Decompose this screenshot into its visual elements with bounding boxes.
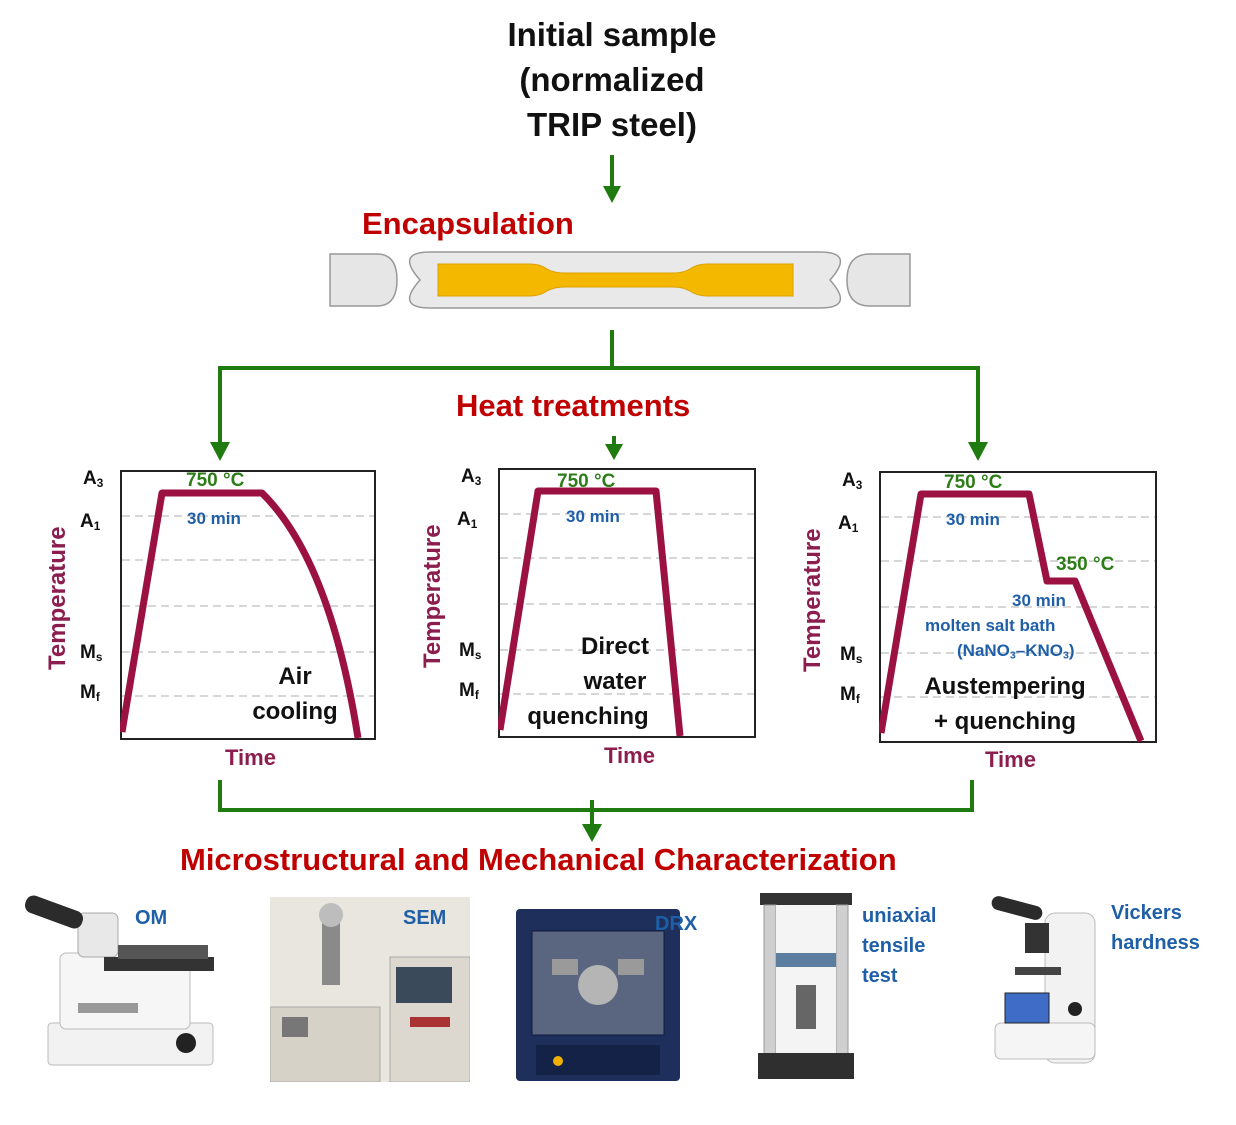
panel3-process-label: Austempering + quenching <box>924 673 1086 735</box>
panel1-level-mf: Mf <box>80 682 100 704</box>
panel1-y-axis-label: Temperature <box>44 526 71 670</box>
title-line-2: (normalized <box>519 61 705 98</box>
panel3-level-ms: Ms <box>840 644 863 666</box>
characterization-label: Microstructural and Mechanical Character… <box>180 842 897 877</box>
panel2-level-a3: A3 <box>461 466 482 488</box>
panel2-x-axis-label: Time <box>604 743 655 768</box>
optical-microscope-image <box>24 895 214 1066</box>
panel3-austemper-temperature: 350 °C <box>1056 554 1115 575</box>
vickers-hardness-tester-image <box>991 896 1096 1064</box>
initial-sample-title: Initial sample (normalized TRIP steel) <box>440 12 784 147</box>
arrowhead-left <box>210 442 230 461</box>
arrowhead-encapsulation <box>603 186 621 203</box>
dogbone-sample <box>437 263 794 297</box>
panel1-process-label: Air cooling <box>252 663 338 725</box>
arrowhead-middle <box>605 444 623 460</box>
panel2-process-label: Direct water quenching <box>527 633 650 730</box>
panel3-chart <box>879 471 1157 743</box>
instrument-label-om: OM <box>135 907 168 929</box>
panel1-level-a1: A1 <box>80 511 101 533</box>
sem-image <box>270 897 470 1082</box>
title-line-3: TRIP steel) <box>527 106 697 143</box>
panel1-thermal-cycle <box>120 489 362 739</box>
panel3-bath-label: molten salt bath <box>925 616 1056 635</box>
panel2-level-a1: A1 <box>457 509 478 531</box>
drx-diffractometer-image <box>516 909 680 1081</box>
title-line-1: Initial sample <box>507 16 717 53</box>
panel1-level-a3: A3 <box>83 468 104 490</box>
arrowhead-characterization <box>582 824 602 842</box>
heat-treatments-label: Heat treatments <box>456 388 691 423</box>
instrument-label-vickers: Vickers hardness <box>1111 902 1200 954</box>
panel3-y-axis-label: Temperature <box>799 528 826 672</box>
instrument-label-tensile: uniaxial tensile test <box>862 905 937 987</box>
panel3-level-a3: A3 <box>842 470 863 492</box>
panel2-temperature: 750 °C <box>557 471 616 492</box>
panel2-thermal-cycle <box>498 487 684 737</box>
panel2-hold-time: 30 min <box>566 507 620 526</box>
panel3-temperature: 750 °C <box>944 472 1003 493</box>
encapsulated-sample <box>329 251 911 309</box>
panel1-hold-time: 30 min <box>187 509 241 528</box>
tensile-tester-image <box>758 893 854 1079</box>
panel3-hold-time: 30 min <box>946 510 1000 529</box>
panel3-level-a1: A1 <box>838 513 859 535</box>
panel3-austemper-hold: 30 min <box>1012 591 1066 610</box>
panel2-level-mf: Mf <box>459 680 479 702</box>
panel2-y-axis-label: Temperature <box>419 524 446 668</box>
encapsulation-label: Encapsulation <box>362 206 574 241</box>
panel1-chart <box>120 470 376 740</box>
panel1-temperature: 750 °C <box>186 470 245 491</box>
panel1-x-axis-label: Time <box>225 745 276 770</box>
instrument-label-sem: SEM <box>403 907 447 929</box>
panel3-x-axis-label: Time <box>985 747 1036 772</box>
panel3-salt-composition: (NaNO3–KNO3) <box>957 641 1075 662</box>
arrowhead-right <box>968 442 988 461</box>
panel3-level-mf: Mf <box>840 684 860 706</box>
panel2-level-ms: Ms <box>459 640 482 662</box>
instrument-label-drx: DRX <box>655 913 698 935</box>
panel1-level-ms: Ms <box>80 642 103 664</box>
panel2-chart <box>498 468 756 738</box>
panel3-thermal-cycle <box>879 490 1145 743</box>
